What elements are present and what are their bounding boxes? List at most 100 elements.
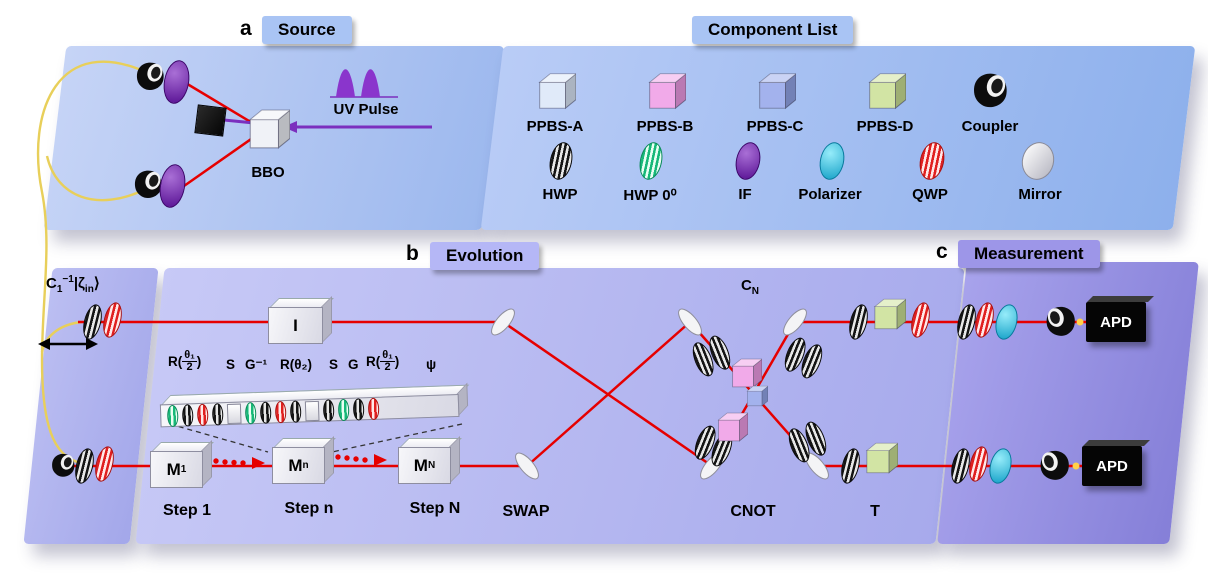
cn-base: C: [740, 277, 752, 294]
inset-hwp0-icon: [166, 404, 179, 427]
formula-r3-num: θ₁: [380, 349, 395, 362]
step1-label: Step 1: [162, 502, 211, 519]
input-state-label: C1−1|ζin⟩: [46, 274, 142, 295]
cnot-ppbs-b-cube: [714, 410, 748, 444]
coupler-icon: [1036, 446, 1074, 484]
ppbs-a-icon: [534, 70, 576, 112]
fiber-yellow-branch-top: [40, 320, 83, 353]
inset-hwp-icon: [211, 402, 224, 426]
identity-box-face: I: [268, 307, 323, 344]
stepn-label: Step n: [284, 500, 334, 517]
polarizer-label: Polarizer: [798, 186, 862, 203]
inset-hwp-icon: [289, 399, 302, 423]
red-beam-output-rails: [795, 320, 1088, 468]
inset-hwp-icon: [352, 397, 365, 421]
apd-detector-bottom: APD: [1082, 446, 1142, 486]
inset-qwp-icon: [274, 400, 287, 423]
t-gate-cube-top: [870, 296, 906, 332]
inset-box-icon: [304, 400, 320, 421]
source-badge: Source: [262, 16, 352, 44]
panel-a-letter: a: [240, 17, 252, 40]
red-beam-swap-x: [502, 320, 713, 468]
mN-base: M: [413, 455, 428, 475]
uv-pulse-waveform: [361, 69, 380, 97]
t-gate-label: T: [870, 503, 880, 520]
bbo-label: BBO: [251, 164, 285, 181]
beam-dump: [194, 104, 227, 137]
formula-r1-den: 2: [186, 361, 193, 373]
mirror: [491, 308, 515, 336]
ppbs-c-label: PPBS-C: [746, 118, 804, 135]
qwp-label: QWP: [912, 186, 948, 203]
formula-r3-post: ): [394, 354, 400, 369]
m1-base: M: [166, 459, 181, 479]
uv-pulse-label: UV Pulse: [333, 101, 399, 118]
formula-r1-pre: R(: [168, 354, 183, 369]
coupler-icon: [968, 68, 1012, 112]
mN-sub: N: [427, 460, 436, 471]
if-label: IF: [738, 186, 752, 203]
inset-hwp-icon: [322, 398, 335, 422]
stepN-label: Step N: [409, 500, 461, 517]
ppbs-b-label: PPBS-B: [636, 118, 694, 135]
ppbs-d-label: PPBS-D: [856, 118, 914, 135]
formula-term-psi: ψ: [426, 357, 437, 372]
uv-pulse-waveform: [336, 69, 355, 97]
mirror: [783, 308, 807, 336]
swap-label: SWAP: [502, 503, 550, 520]
formula-r1-num: θ₁: [182, 349, 197, 362]
mn-sub: n: [302, 460, 309, 471]
input-state-ket-close: ⟩: [93, 275, 100, 292]
inset-hwp-icon: [181, 403, 194, 427]
uv-arrowhead: [283, 121, 297, 133]
mirror: [678, 308, 702, 336]
fiber-tip: [1076, 318, 1084, 326]
hwp0-label: HWP 0⁰: [623, 187, 677, 204]
evolution-badge: Evolution: [430, 242, 540, 270]
identity-box: I: [268, 296, 334, 344]
fiber-yellow-branch-lower: [45, 155, 149, 202]
component-list-badge: Component List: [692, 16, 854, 44]
cnot-ppbs-c-cube: [744, 384, 768, 408]
inset-hwp-icon: [259, 401, 272, 424]
mirror-label: Mirror: [1018, 186, 1062, 203]
ppbs-c-icon: [754, 70, 796, 112]
apd-detector-top: APD: [1086, 302, 1146, 342]
hwp-label: HWP: [542, 186, 578, 203]
fiber-yellow-main: [36, 60, 151, 466]
panel-b-letter: b: [406, 242, 419, 265]
panel-c-letter: c: [936, 240, 948, 263]
coupler-label: Coupler: [961, 118, 1019, 135]
mn-base: M: [288, 455, 303, 475]
cnot-label: CNOT: [730, 503, 776, 520]
dotted-arrow-2: [335, 454, 387, 466]
dotted-arrow-1: [213, 457, 265, 469]
inset-hwp0-icon: [337, 398, 350, 421]
polarization-arrowhead-left: [38, 338, 50, 350]
ppbs-d-icon: [864, 70, 906, 112]
polarization-arrowhead-right: [86, 338, 98, 350]
inset-qwp-icon: [196, 403, 209, 426]
cn-label: CN: [730, 277, 770, 297]
input-state-ket: |ζ: [73, 275, 85, 292]
fiber-tip: [1072, 462, 1080, 470]
formula-r3-pre: R(: [366, 354, 381, 369]
inset-hwp0-icon: [244, 401, 257, 424]
coupler-icon: [1042, 302, 1080, 340]
formula-term-s: S: [226, 357, 236, 372]
formula-term-r2: R(θ₂): [280, 357, 313, 372]
input-state-c-sup: −1: [62, 274, 74, 285]
formula-term-s2: S: [329, 357, 339, 372]
formula-term-ginv: G⁻¹: [245, 357, 268, 372]
input-state-ket-sub: in: [84, 284, 94, 295]
m1-sub: 1: [180, 464, 187, 475]
formula-r3-den: 2: [384, 361, 391, 373]
t-gate-cube-bottom: [862, 440, 898, 476]
bbo-crystal: [244, 106, 290, 152]
